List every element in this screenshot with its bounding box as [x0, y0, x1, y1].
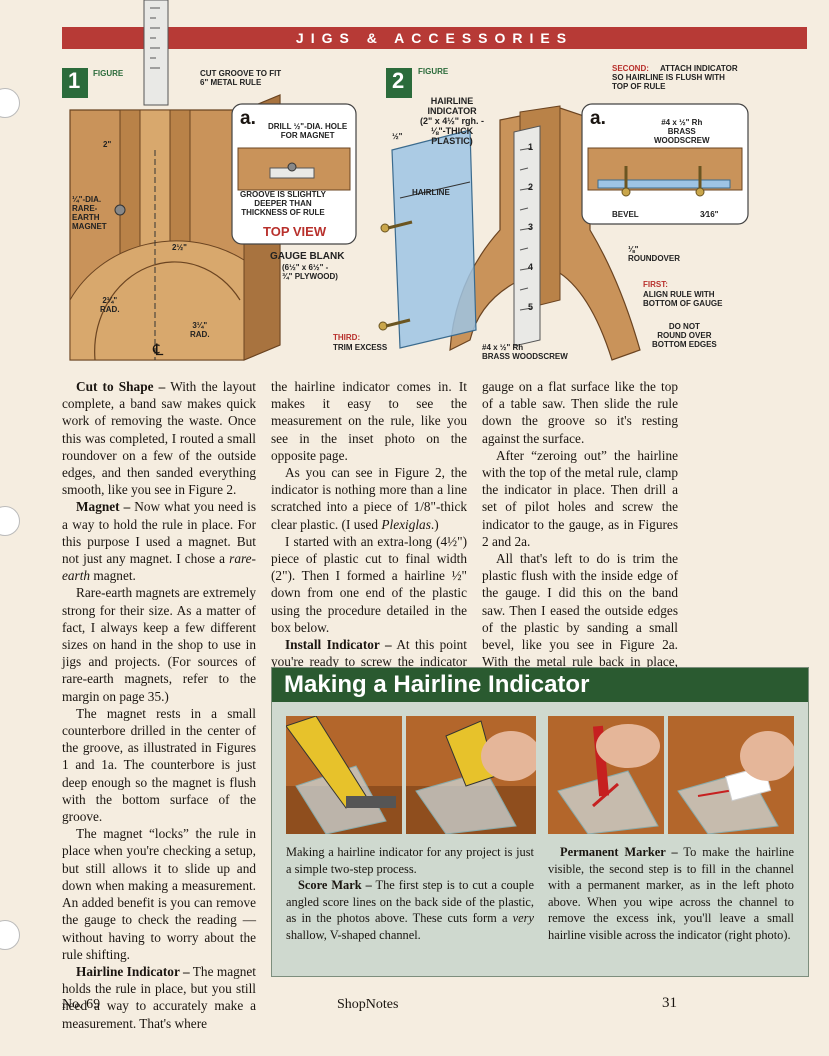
paragraph: Rare-earth magnets are extremely strong …: [62, 585, 256, 704]
roundover-note: ⅛" ROUNDOVER: [628, 245, 681, 263]
page-number: 31: [662, 995, 677, 1011]
paragraph: Now what you need is a way to hold the r…: [62, 499, 256, 567]
drill-note: DRILL ½"-DIA. HOLE FOR MAGNET: [268, 122, 348, 140]
dim-3-quarter-rad: 3¼" RAD.: [190, 321, 210, 339]
photo-marker-1: [548, 716, 664, 834]
hairline-sidebar: Making a Hairline Indicator Making a hai…: [271, 667, 809, 977]
hairline-indicator-note: HAIRLINE INDICATOR (2" x 4½" rgh. - ⅛"-T…: [420, 96, 485, 146]
gauge-blank-label: GAUGE BLANK: [270, 251, 345, 262]
paragraph: As you can see in Figure 2, the indicato…: [271, 465, 467, 532]
paragraph: the hairline indicator comes in. It make…: [271, 379, 467, 463]
woodscrew-note: #4 x ½" Rh BRASS WOODSCREW: [654, 118, 710, 145]
paragraph: I started with an extra-long (4½") piece…: [271, 533, 467, 635]
paragraph: .): [430, 516, 439, 532]
paragraph: The magnet “locks” the rule in place whe…: [62, 826, 256, 962]
photo-marker-2: [668, 716, 794, 834]
paragraph: The magnet holds the rule in place, but …: [62, 963, 256, 1031]
emphasis: very: [512, 911, 534, 925]
figure-2-inset-letter: a.: [590, 108, 606, 129]
paragraph: With the layout complete, a band saw mak…: [62, 379, 256, 498]
first-step-text: ALIGN RULE WITH BOTTOM OF GAUGE: [643, 290, 723, 308]
brass-screw-note: #4 x ½" Rh BRASS WOODSCREW: [482, 343, 568, 361]
figure-2-label: FIGURE: [418, 67, 449, 76]
paragraph: To make the hairline visible, the second…: [548, 845, 794, 942]
paragraph: magnet.: [90, 568, 136, 584]
figures-illustration: [62, 0, 749, 361]
paragraph: After “zeroing out” the hairline with th…: [482, 447, 678, 549]
second-step-text: ATTACH INDICATOR SO HAIRLINE IS FLUSH WI…: [612, 64, 738, 91]
sidebar-left-text: Making a hairline indicator for any proj…: [286, 844, 534, 943]
ruler-mark: 4: [528, 262, 534, 272]
dim-2-half: 2½": [172, 243, 187, 252]
figure-1-label: FIGURE: [93, 69, 124, 78]
subhead-magnet: Magnet –: [76, 499, 131, 515]
emphasis: rare-earth: [62, 551, 256, 584]
centerline-mark: ℄: [153, 342, 164, 359]
paragraph: shallow, V-shaped channel.: [286, 927, 421, 942]
figure-2-drawing: [378, 68, 749, 361]
dim-2-quarter-rad: 2¼" RAD.: [100, 296, 120, 314]
subhead-score-mark: Score Mark –: [298, 878, 372, 892]
dim-3-16: 3⁄16": [700, 210, 719, 219]
third-step-label: THIRD:: [333, 333, 361, 342]
figure-1-drawing: [62, 0, 357, 361]
ruler-mark: 2: [528, 182, 534, 192]
issue-number: No. 69: [62, 997, 101, 1012]
ruler-mark: 1: [528, 142, 534, 152]
figure-2-number: 2: [392, 68, 405, 93]
cut-groove-note: CUT GROOVE TO FIT 6" METAL RULE: [200, 69, 282, 87]
sidebar-right-text: Permanent Marker – To make the hairline …: [548, 844, 794, 943]
do-not-round-note: DO NOT ROUND OVER BOTTOM EDGES: [652, 322, 717, 349]
section-banner: JIGS & ACCESSORIES: [62, 27, 807, 49]
gauge-dims: (6½" x 6½" - ¾" PLYWOOD): [282, 263, 338, 281]
paragraph: The magnet rests in a small counterbore …: [62, 705, 256, 825]
ruler-mark: 5: [528, 302, 534, 312]
figure-1-inset-letter: a.: [240, 108, 256, 129]
paragraph: gauge on a flat surface like the top of …: [482, 379, 678, 446]
paragraph: The first step is to cut a couple angled…: [286, 878, 534, 925]
binder-hole-middle: [0, 506, 20, 536]
article-column-2: the hairline indicator comes in. It make…: [271, 378, 467, 722]
subhead-hairline-indicator: Hairline Indicator –: [76, 963, 190, 979]
paragraph: Making a hairline indicator for any proj…: [286, 845, 534, 876]
ruler-mark: 3: [528, 222, 534, 232]
groove-note: GROOVE IS SLIGHTLY DEEPER THAN THICKNESS…: [240, 190, 326, 217]
magnet-label: ¼"-DIA. RARE- EARTH MAGNET: [72, 195, 107, 231]
first-step-label: FIRST:: [643, 280, 668, 289]
second-step-label: SECOND:: [612, 64, 649, 73]
bevel-label: BEVEL: [612, 210, 639, 219]
sidebar-title: Making a Hairline Indicator: [272, 668, 808, 702]
subhead-cut-to-shape: Cut to Shape –: [76, 379, 166, 394]
binder-hole-bottom: [0, 920, 20, 950]
magazine-name: ShopNotes: [337, 997, 399, 1012]
dim-2: 2": [103, 140, 112, 149]
hairline-label: HAIRLINE: [412, 188, 450, 197]
article-column-1: Cut to Shape – With the layout complete,…: [62, 378, 256, 1032]
top-view-label: TOP VIEW: [263, 224, 327, 239]
emphasis: Plexiglas: [381, 516, 431, 532]
figure-1-number: 1: [68, 68, 81, 93]
third-step-text: TRIM EXCESS: [333, 343, 388, 352]
subhead-install-indicator: Install Indicator –: [285, 637, 392, 653]
photo-score-2: [406, 716, 536, 834]
dim-half: ½": [392, 132, 403, 141]
photo-score-1: [286, 716, 402, 834]
article-column-3: gauge on a flat surface like the top of …: [482, 378, 678, 705]
subhead-permanent-marker: Permanent Marker –: [560, 845, 678, 859]
